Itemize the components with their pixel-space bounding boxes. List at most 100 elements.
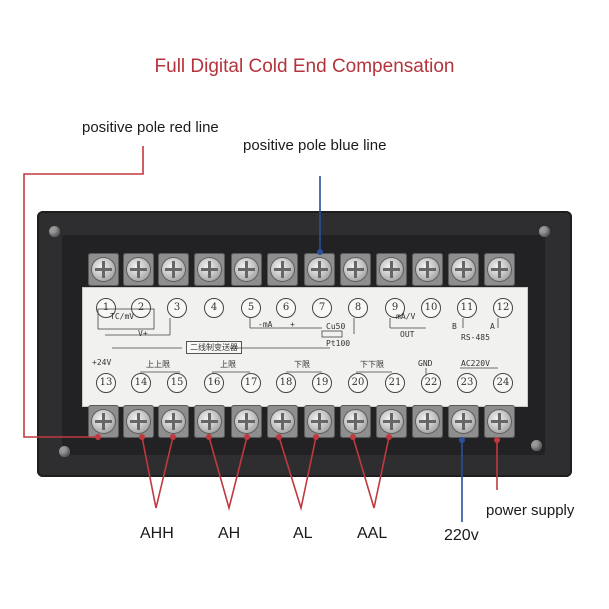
plate-text-transmitter: 二线制变送器 — [186, 341, 242, 354]
terminal-screw — [267, 253, 298, 286]
screw-icon — [162, 258, 185, 281]
screw-icon — [308, 258, 331, 281]
terminal-screw — [158, 253, 189, 286]
terminal-screw — [484, 405, 515, 438]
screw-icon — [198, 410, 221, 433]
alarm-dot-icon — [313, 434, 319, 440]
screw-icon — [488, 410, 511, 433]
alarm-wires — [141, 436, 390, 512]
terminal-number: 21 — [385, 373, 405, 393]
alarm-dot-icon — [350, 434, 356, 440]
terminal-screw — [484, 253, 515, 286]
terminal-number: 6 — [276, 298, 296, 318]
screw-icon — [416, 410, 439, 433]
terminal-number: 14 — [131, 373, 151, 393]
plate-line-art — [97, 308, 499, 375]
terminal-number: 18 — [276, 373, 296, 393]
terminal-number: 2 — [131, 298, 151, 318]
screw-icon — [92, 410, 115, 433]
plate-text-ma: -mA — [258, 320, 273, 329]
screw-icon — [198, 258, 221, 281]
plate-text-lower-lower: 下下限 — [360, 360, 384, 369]
plate-text-cu50: Cu50 — [326, 322, 346, 331]
terminal-screw — [231, 405, 262, 438]
terminal-number: 4 — [204, 298, 224, 318]
terminal-screw — [340, 405, 371, 438]
screw-icon — [127, 410, 150, 433]
terminal-screw — [231, 253, 262, 286]
terminal-screw — [412, 405, 443, 438]
alarm-label-aal: AAL — [357, 525, 388, 542]
corner-screw-icon — [49, 226, 60, 237]
screw-icon — [344, 410, 367, 433]
screw-icon — [162, 410, 185, 433]
plate-text-lower: 下限 — [294, 360, 310, 369]
plate-text-out: OUT — [400, 330, 415, 339]
label-positive-red: positive pole red line — [82, 119, 219, 136]
screw-icon — [380, 410, 403, 433]
alarm-dot-icon — [206, 434, 212, 440]
terminal-number: 24 — [493, 373, 513, 393]
red-wire-dot-icon — [95, 434, 101, 440]
alarm-dot-icon — [244, 434, 250, 440]
terminal-number: 23 — [457, 373, 477, 393]
label-220v: 220v — [444, 527, 479, 544]
alarm-dot-icon — [139, 434, 145, 440]
terminal-number: 17 — [241, 373, 261, 393]
terminal-screw — [340, 253, 371, 286]
label-power-supply: power supply — [486, 502, 575, 519]
plate-text-24v: +24V — [92, 358, 112, 367]
terminal-screw — [123, 253, 154, 286]
terminal-number: 3 — [167, 298, 187, 318]
screw-icon — [92, 258, 115, 281]
terminal-number: 1 — [96, 298, 116, 318]
screw-icon — [235, 258, 258, 281]
screw-icon — [488, 258, 511, 281]
terminal-screw — [448, 253, 479, 286]
corner-screw-icon — [59, 446, 70, 457]
terminal-number: 9 — [385, 298, 405, 318]
blue-220v-dot-icon — [459, 437, 465, 443]
wiring-plate — [82, 287, 528, 407]
terminal-screw — [123, 405, 154, 438]
screw-icon — [308, 410, 331, 433]
terminal-screw — [448, 405, 479, 438]
screw-icon — [452, 258, 475, 281]
terminal-screw — [88, 253, 119, 286]
screw-icon — [452, 410, 475, 433]
terminal-screw — [304, 405, 335, 438]
terminal-screw — [304, 253, 335, 286]
plate-text-v-plus: V+ — [138, 329, 148, 338]
plate-text-upper: 上限 — [220, 360, 236, 369]
plate-text-b: B — [452, 322, 457, 331]
screw-icon — [127, 258, 150, 281]
screw-icon — [380, 258, 403, 281]
terminal-number: 19 — [312, 373, 332, 393]
plate-text-rs485: RS-485 — [461, 333, 490, 342]
terminal-screw — [376, 405, 407, 438]
terminal-number: 10 — [421, 298, 441, 318]
red-positive-wire — [23, 146, 144, 438]
terminal-number: 8 — [348, 298, 368, 318]
terminal-number: 7 — [312, 298, 332, 318]
terminal-screw — [376, 253, 407, 286]
screw-icon — [235, 410, 258, 433]
terminal-number: 20 — [348, 373, 368, 393]
plate-text-tc-mv: TC/mV — [110, 312, 135, 321]
plate-text-ma-v: mA/V — [396, 312, 416, 321]
screw-icon — [271, 258, 294, 281]
alarm-dot-icon — [170, 434, 176, 440]
terminal-number: 22 — [421, 373, 441, 393]
alarm-dot-icon — [386, 434, 392, 440]
alarm-label-al: AL — [293, 525, 313, 542]
terminal-screw — [158, 405, 189, 438]
terminal-number: 11 — [457, 298, 477, 318]
terminal-screw — [88, 405, 119, 438]
terminal-screw — [194, 405, 225, 438]
alarm-dot-icon — [276, 434, 282, 440]
terminal-screw — [267, 405, 298, 438]
alarm-label-ahh: AHH — [140, 525, 174, 542]
plate-text-ac220v: AC220V — [461, 359, 490, 368]
plate-text-plus: + — [290, 320, 295, 329]
